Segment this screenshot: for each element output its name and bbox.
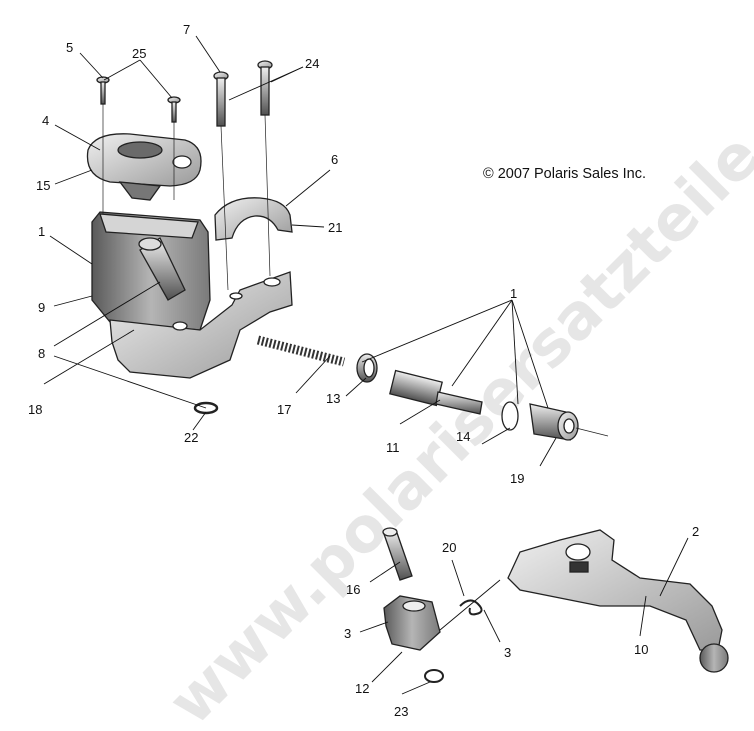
callout-22: 22 <box>184 430 198 445</box>
callout-9: 9 <box>38 300 45 315</box>
pivot-pin-8 <box>138 237 186 301</box>
callout-24: 24 <box>305 56 319 71</box>
callout-25: 25 <box>132 46 146 61</box>
boot-19 <box>529 403 579 441</box>
callout-16: 16 <box>346 582 360 597</box>
callout-21: 21 <box>328 220 342 235</box>
callout-4: 4 <box>42 113 49 128</box>
callout-20: 20 <box>442 540 456 555</box>
callout-13: 13 <box>326 391 340 406</box>
cup-seal-13 <box>356 353 378 383</box>
piston-11 <box>389 369 483 415</box>
adjuster-12 <box>383 595 441 651</box>
brake-lever-2 <box>507 529 729 673</box>
leader-lines <box>43 35 689 695</box>
screw-25 <box>167 96 181 123</box>
callout-1-piston-kit: 1 <box>510 286 517 301</box>
clamp-6 <box>214 197 293 241</box>
washer-23 <box>424 669 444 683</box>
callout-8: 8 <box>38 346 45 361</box>
spring-20 <box>459 599 483 616</box>
copyright-notice: © 2007 Polaris Sales Inc. <box>483 166 646 182</box>
washer-14 <box>501 401 519 431</box>
callout-19: 19 <box>510 471 524 486</box>
callout-17: 17 <box>277 402 291 417</box>
watermark: www.polarisersatzteile.de <box>154 41 754 731</box>
axis-centerlines <box>102 104 609 437</box>
callout-14: 14 <box>456 429 470 444</box>
master-cylinder-body-1 <box>91 211 293 379</box>
callout-3-adjuster: 3 <box>344 626 351 641</box>
callout-15: 15 <box>36 178 50 193</box>
callout-7: 7 <box>183 22 190 37</box>
callout-1-body: 1 <box>38 224 45 239</box>
callout-10: 10 <box>634 642 648 657</box>
callout-12: 12 <box>355 681 369 696</box>
bolt-24 <box>257 60 273 116</box>
callout-3-spring: 3 <box>504 645 511 660</box>
callout-23: 23 <box>394 704 408 719</box>
screw-5 <box>96 76 110 105</box>
bolt-7 <box>213 71 229 127</box>
callout-6: 6 <box>331 152 338 167</box>
reservoir-cover-4 <box>86 133 202 201</box>
snap-ring-22 <box>193 401 219 415</box>
callout-2: 2 <box>692 524 699 539</box>
spring-17 <box>256 335 346 367</box>
callout-labels: 5 25 7 24 4 15 6 21 1 9 8 18 22 17 13 11… <box>28 22 699 719</box>
callout-11: 11 <box>386 440 400 455</box>
pin-16 <box>382 527 413 581</box>
callout-5: 5 <box>66 40 73 55</box>
callout-18: 18 <box>28 402 42 417</box>
